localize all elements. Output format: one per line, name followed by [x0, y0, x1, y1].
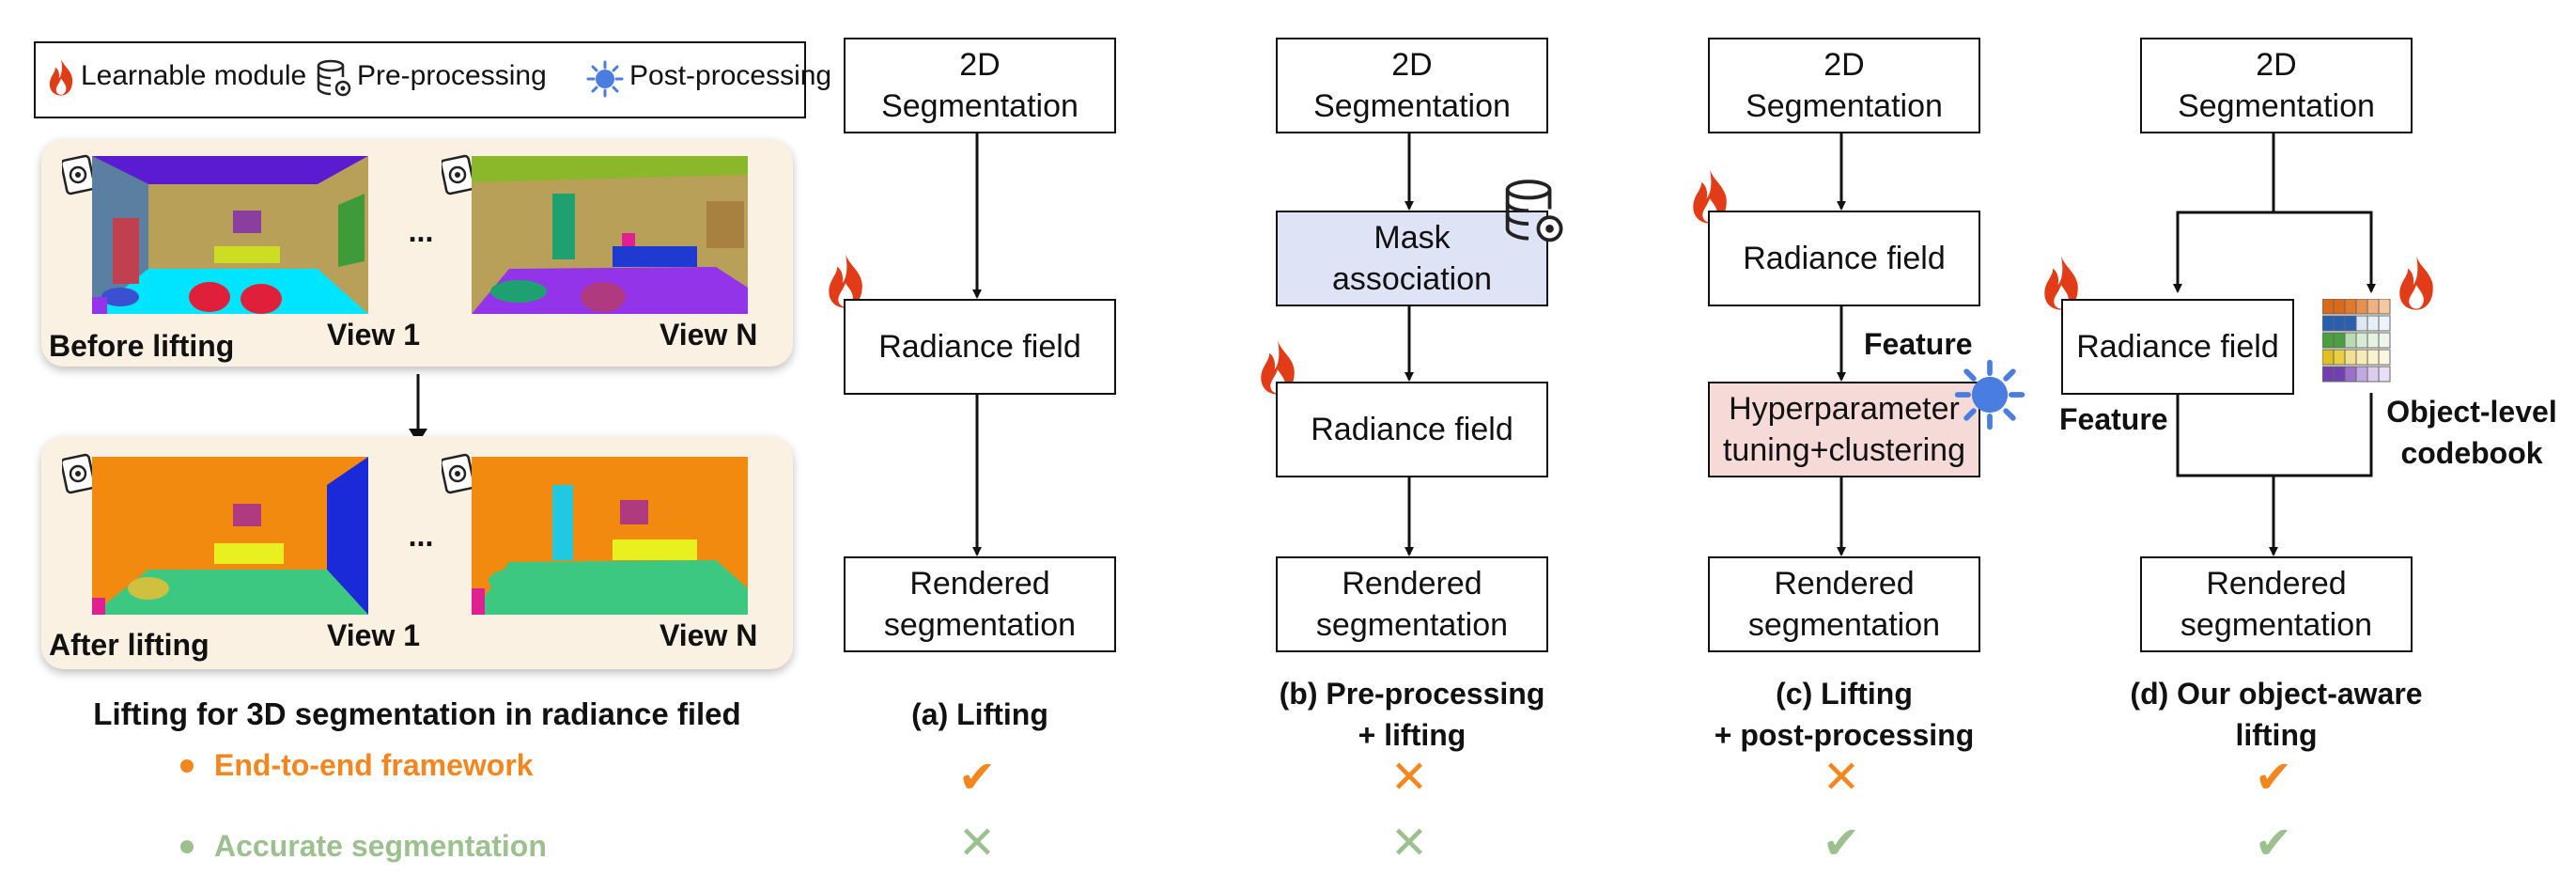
c-end-to-end-cross-icon: ✕ — [1822, 753, 1861, 803]
a-accurate-cross-icon: ✕ — [957, 819, 997, 868]
c-2d-segmentation: 2D Segmentation — [1708, 38, 1980, 133]
after-view1-label: View 1 — [327, 618, 421, 652]
before-view1-label: View 1 — [327, 318, 421, 352]
flame-icon — [2399, 256, 2433, 310]
b-caption: (b) Pre-processing + lifting — [1279, 677, 1545, 752]
d-caption: (d) Our object-aware lifting — [2130, 677, 2423, 752]
c-accurate-check-icon: ✔ — [1822, 819, 1861, 868]
legend-postprocessing: Post-processing — [629, 60, 832, 91]
after-lifting-label: After lifting — [49, 628, 209, 662]
virus-icon — [586, 60, 624, 98]
c-postprocessing-box: Hyperparameter tuning+clustering — [1708, 382, 1980, 477]
a-2d-segmentation: 2D Segmentation — [844, 38, 1116, 133]
legend-learnable: Learnable module — [81, 60, 307, 91]
d-2d-segmentation: 2D Segmentation — [2140, 38, 2413, 133]
b-mask-association: Mask association — [1276, 211, 1548, 306]
after-view1-image — [92, 457, 368, 615]
a-rendered-segmentation: Rendered segmentation — [844, 556, 1116, 652]
database-gear-icon — [317, 59, 351, 97]
camera-icon — [442, 154, 475, 195]
criterion-end-to-end: End-to-end framework — [214, 748, 534, 782]
d-rendered-segmentation: Rendered segmentation — [2140, 556, 2413, 652]
after-viewN-image — [472, 457, 748, 615]
camera-icon — [62, 453, 96, 494]
d-radiance-field: Radiance field — [2061, 299, 2294, 395]
before-viewN-image — [472, 156, 748, 314]
before-lifting-label: Before lifting — [49, 329, 235, 363]
legend-preprocessing: Pre-processing — [357, 60, 547, 91]
criterion-accurate: Accurate segmentation — [214, 829, 547, 863]
ellipsis: ... — [408, 519, 434, 553]
camera-icon — [442, 453, 475, 494]
legend: Learnable module Pre-processing Post-pro… — [34, 41, 831, 118]
left-caption: Lifting for 3D segmentation in radiance … — [93, 696, 741, 731]
d-codebook-label: Object-level codebook — [2386, 395, 2557, 470]
c-feature-label: Feature — [1864, 327, 1973, 361]
bullet-orange — [180, 759, 194, 773]
d-accurate-check-icon: ✔ — [2254, 819, 2293, 868]
a-end-to-end-check-icon: ✔ — [957, 753, 997, 803]
d-feature-label: Feature — [2059, 402, 2168, 436]
b-radiance-field: Radiance field — [1276, 382, 1548, 477]
d-end-to-end-check-icon: ✔ — [2254, 753, 2293, 803]
camera-icon — [62, 154, 96, 195]
ellipsis: ... — [408, 214, 434, 248]
before-viewN-label: View N — [660, 318, 758, 352]
before-view1-image — [92, 156, 368, 314]
b-2d-segmentation: 2D Segmentation — [1276, 38, 1548, 133]
b-accurate-cross-icon: ✕ — [1389, 819, 1429, 868]
a-caption: (a) Lifting — [911, 697, 1048, 731]
a-radiance-field: Radiance field — [844, 299, 1116, 395]
codebook-grid — [2321, 298, 2416, 393]
c-caption: (c) Lifting + post-processing — [1714, 677, 1975, 752]
database-gear-icon — [1505, 180, 1563, 242]
b-end-to-end-cross-icon: ✕ — [1389, 753, 1429, 803]
c-radiance-field: Radiance field — [1708, 211, 1980, 306]
bullet-green — [180, 840, 194, 853]
after-viewN-label: View N — [660, 618, 758, 652]
b-rendered-segmentation: Rendered segmentation — [1276, 556, 1548, 652]
c-rendered-segmentation: Rendered segmentation — [1708, 556, 1980, 652]
virus-icon — [1954, 359, 2025, 430]
